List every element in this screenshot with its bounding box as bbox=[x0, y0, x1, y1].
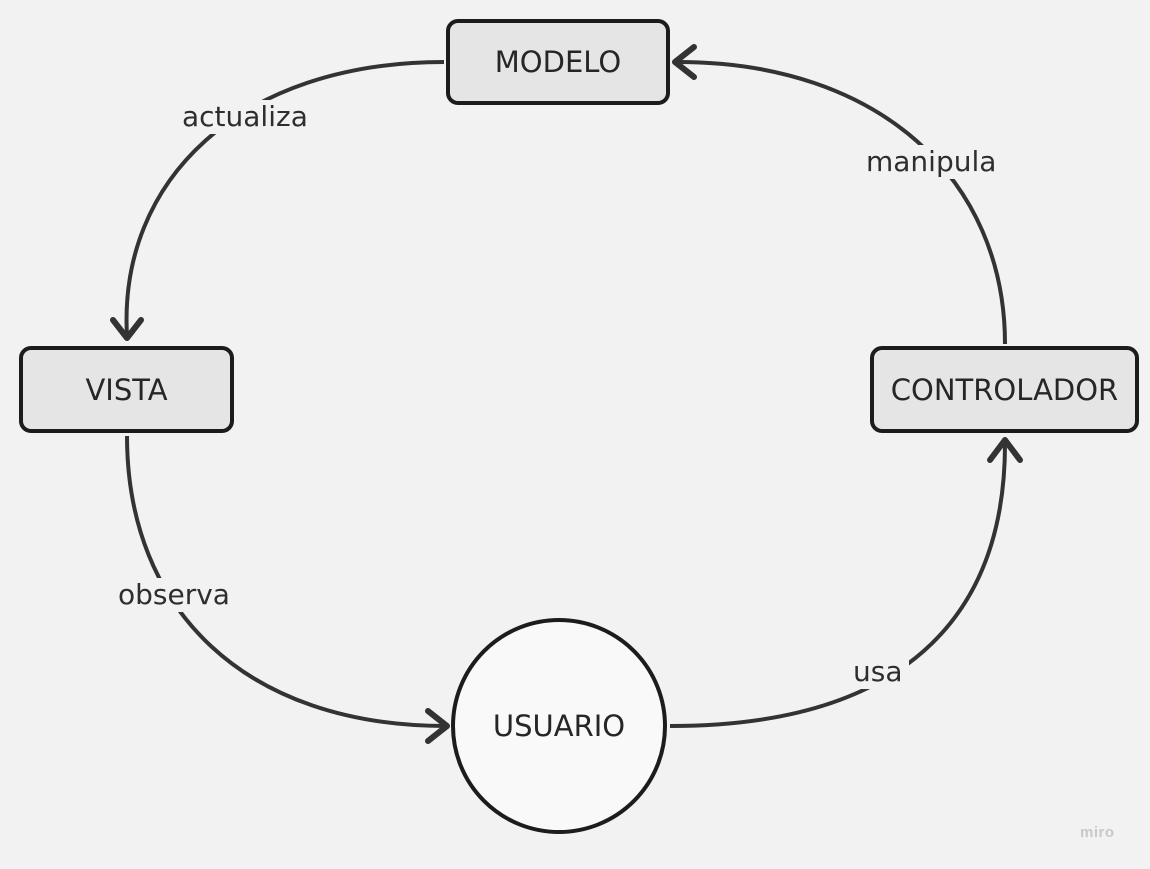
arrowhead-usuario bbox=[425, 708, 450, 744]
node-usuario[interactable]: USUARIO bbox=[451, 618, 667, 834]
label-observa: observa bbox=[112, 578, 236, 612]
arrowhead-modelo bbox=[672, 44, 697, 80]
arrowhead-vista bbox=[110, 317, 144, 341]
edge-actualiza bbox=[124, 60, 445, 337]
edge-observa bbox=[125, 435, 447, 728]
node-modelo[interactable]: MODELO bbox=[446, 19, 670, 105]
node-vista[interactable]: VISTA bbox=[19, 346, 234, 433]
miro-watermark: miro bbox=[1080, 824, 1115, 841]
label-actualiza: actualiza bbox=[176, 100, 314, 134]
node-vista-label: VISTA bbox=[85, 372, 168, 407]
node-modelo-label: MODELO bbox=[494, 45, 622, 79]
arrowhead-controlador bbox=[987, 437, 1023, 463]
node-controlador-label: CONTROLADOR bbox=[890, 372, 1119, 407]
label-usa: usa bbox=[847, 655, 909, 689]
edge-manipula bbox=[677, 60, 1007, 345]
node-controlador[interactable]: CONTROLADOR bbox=[870, 346, 1139, 433]
label-manipula: manipula bbox=[860, 145, 1003, 179]
node-usuario-label: USUARIO bbox=[492, 709, 626, 743]
edge-usa bbox=[669, 443, 1007, 728]
